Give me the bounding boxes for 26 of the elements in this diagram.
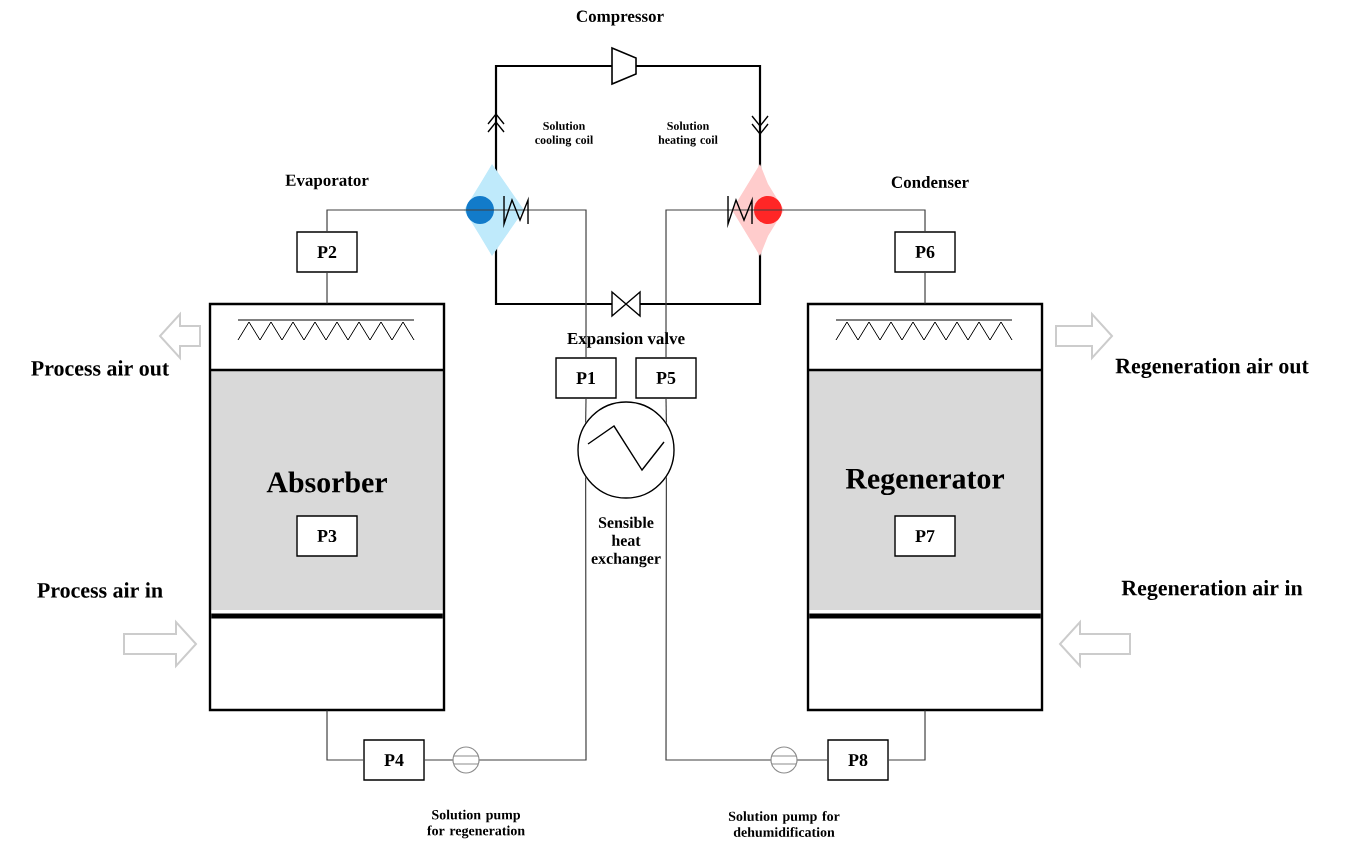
component-label: Expansion valve bbox=[567, 332, 685, 348]
pipe bbox=[665, 209, 926, 358]
pipe bbox=[665, 398, 667, 424]
air-flow-label: Process air in bbox=[37, 582, 163, 598]
sensor-box: P2 bbox=[296, 231, 358, 273]
air-flow-label: Regeneration air out bbox=[1115, 358, 1309, 379]
sensor-box: P6 bbox=[894, 231, 956, 273]
pipe bbox=[665, 476, 828, 761]
pipe bbox=[326, 709, 364, 761]
sensor-box: P1 bbox=[555, 357, 617, 399]
sensor-box: P8 bbox=[827, 739, 889, 781]
air-flow-label: Process air out bbox=[31, 360, 170, 376]
sensor-box: P5 bbox=[635, 357, 697, 399]
air-flow-label: Regeneration air in bbox=[1121, 580, 1303, 601]
node-caption: Evaporator bbox=[285, 174, 369, 190]
sensor-box: P7 bbox=[894, 515, 956, 557]
pipe bbox=[888, 709, 926, 761]
node-caption: Condenser bbox=[891, 176, 969, 188]
component-label: Compressor bbox=[576, 10, 664, 26]
pipe bbox=[924, 272, 926, 305]
pipe bbox=[424, 476, 587, 761]
pipe bbox=[326, 209, 587, 358]
pipe bbox=[585, 398, 587, 424]
sensor-box: P3 bbox=[296, 515, 358, 557]
pipe bbox=[326, 272, 328, 305]
sensor-box: P4 bbox=[363, 739, 425, 781]
